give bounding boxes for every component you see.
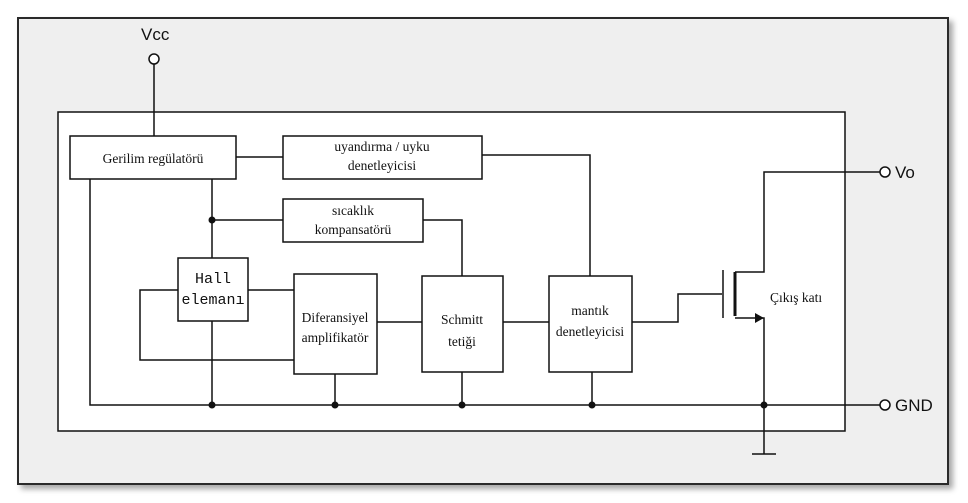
hall-label-line2: elemanı (181, 292, 244, 309)
regulator-block (69, 135, 237, 180)
wake-label-line2: denetleyicisi (348, 158, 416, 173)
logic-label-line1: mantık (571, 303, 609, 318)
diff-label-line1: Diferansiyel (302, 310, 369, 325)
source-arrow (755, 313, 764, 323)
temp-label-line2: kompansatörü (315, 222, 392, 237)
vcc-terminal (148, 53, 160, 65)
schmitt-label-line1: Schmitt (441, 312, 483, 327)
regulator-label: Gerilim regülatörü (103, 151, 204, 166)
vcc-label: Vcc (141, 25, 170, 44)
temp-label-line1: sıcaklık (332, 203, 374, 218)
wiring (89, 64, 880, 455)
diff-label-line2: amplifikatör (302, 330, 369, 345)
vo-label: Vo (895, 163, 915, 182)
gnd-terminal (879, 399, 891, 411)
diff-amp-block (293, 273, 378, 375)
output-stage-label: Çıkış katı (770, 290, 822, 305)
temp-compensator-block (282, 198, 424, 243)
logic-label-line2: denetleyicisi (556, 324, 624, 339)
hall-label-line1: Hall (195, 271, 231, 288)
schmitt-label-line2: tetiği (448, 334, 476, 349)
logic-controller-block (548, 275, 633, 373)
vo-terminal (879, 166, 891, 178)
wake-label-line1: uyandırma / uyku (334, 139, 429, 154)
hall-element-block (177, 257, 249, 322)
wake-controller-block (282, 135, 483, 180)
gnd-label: GND (895, 396, 933, 415)
junctions (208, 216, 768, 409)
schmitt-trigger-block (421, 275, 504, 373)
